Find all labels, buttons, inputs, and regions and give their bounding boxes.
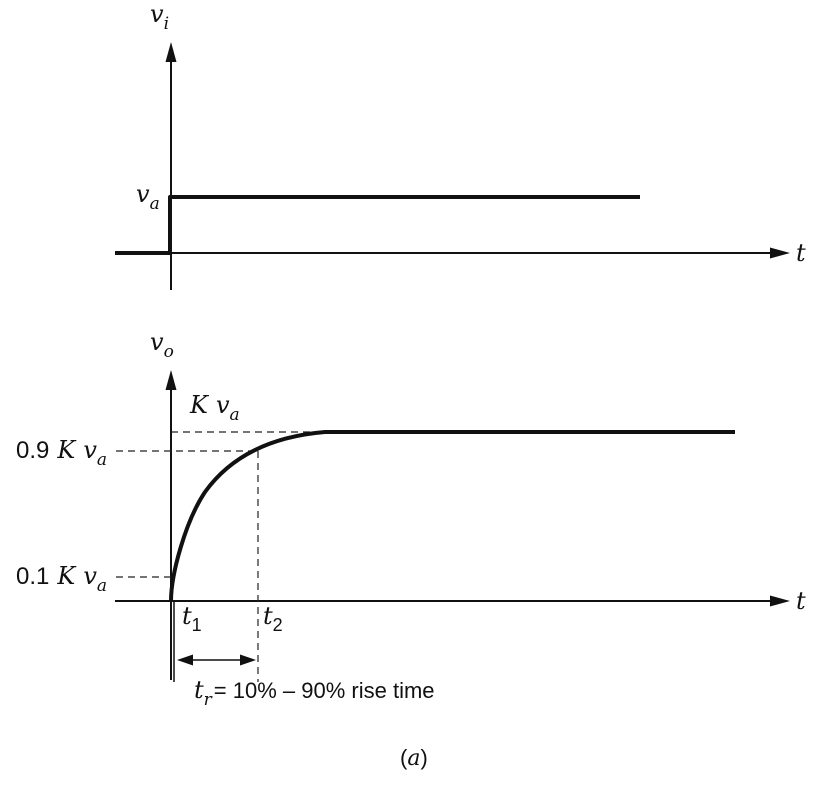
- top-y-axis-label: vi: [150, 0, 169, 34]
- rise-time-label: tr= 10% – 90% rise time: [194, 676, 435, 710]
- rise-time-dimension-arrow: [177, 654, 256, 666]
- top-y-axis-arrowhead: [165, 42, 177, 62]
- bottom-x-axis-arrowhead: [770, 595, 790, 607]
- top-x-axis-label: t: [796, 239, 806, 267]
- input-step-plot: vi t va: [115, 0, 806, 290]
- input-level-label: va: [136, 180, 160, 214]
- bottom-y-axis-arrowhead: [165, 370, 177, 390]
- t1-label: t1: [182, 602, 202, 635]
- top-x-axis-arrowhead: [770, 247, 790, 259]
- t2-label: t2: [263, 602, 283, 635]
- bottom-y-axis-label: vo: [150, 328, 174, 362]
- output-response-curve: [169, 430, 735, 602]
- bottom-x-axis-label: t: [796, 587, 806, 615]
- figure-caption: (a): [400, 745, 428, 771]
- input-step-signal: [115, 195, 640, 255]
